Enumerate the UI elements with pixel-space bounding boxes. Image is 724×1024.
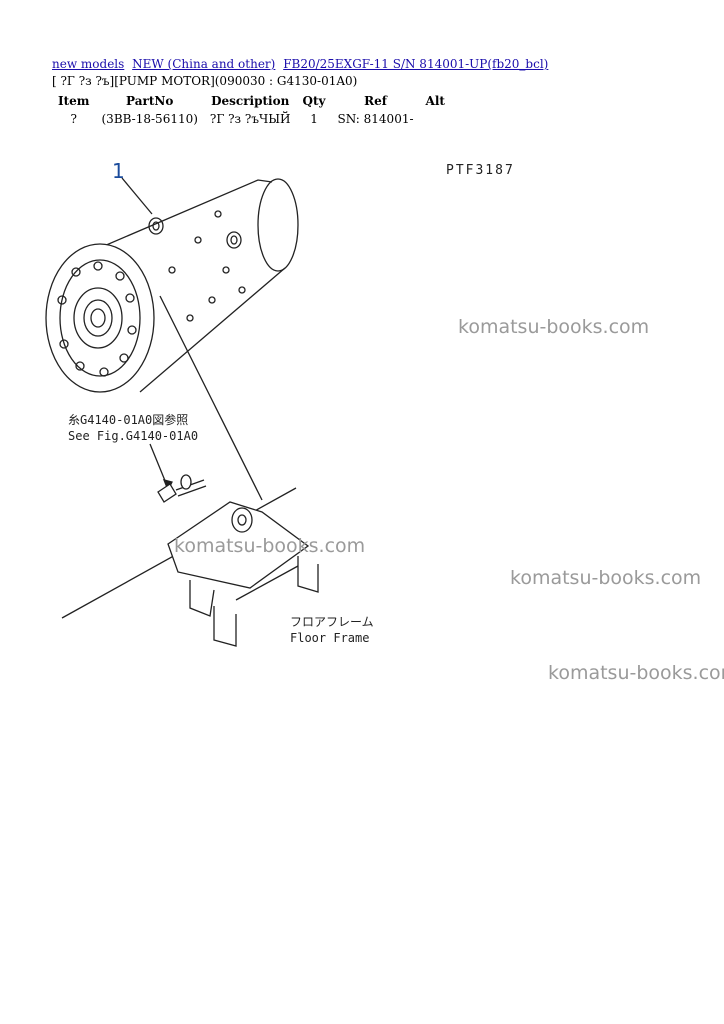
watermark: komatsu-books.com	[458, 316, 650, 338]
watermark: komatsu-books.com	[174, 535, 366, 557]
parts-diagram: 1 PTF3187 ⽷G4140-01A0図参照 See Fig.G4140-0…	[45, 159, 515, 647]
figure-code-label: PTF3187	[446, 163, 515, 178]
page-subtitle: [ ?Г ?з ?ъ][PUMP MOTOR](090030 : G4130-0…	[52, 74, 358, 88]
pump-motor-body	[45, 178, 299, 393]
header-description: Description	[211, 94, 290, 108]
header-qty: Qty	[302, 94, 326, 108]
header-partno: PartNo	[126, 94, 174, 108]
header-item: Item	[58, 94, 90, 108]
cell-item: ?	[70, 112, 77, 126]
watermark: komatsu-books.com	[510, 567, 702, 589]
breadcrumb-link-model[interactable]: FB20/25EXGF-11 S/N 814001-UP(fb20_bcl)	[283, 57, 549, 71]
item-leader-line	[121, 177, 153, 215]
cell-qty: 1	[310, 112, 318, 126]
watermark: komatsu-books.com	[548, 662, 724, 684]
cell-ref: SN: 814001-	[337, 112, 414, 126]
breadcrumb: new models NEW (China and other) FB20/25…	[52, 57, 552, 71]
header-ref: Ref	[364, 94, 387, 108]
item-number-label: 1	[112, 159, 125, 183]
floor-frame-label-jp: フロアフレーム	[290, 615, 374, 629]
cell-partno: (3BB-18-56110)	[101, 112, 198, 126]
mount-leader-line	[159, 295, 263, 501]
parts-table: Item PartNo Description Qty Ref Alt ? (3…	[52, 92, 451, 128]
floor-frame-label-en: Floor Frame	[290, 631, 369, 645]
mounting-bracket	[167, 501, 319, 647]
breadcrumb-link-new-models[interactable]: new models	[52, 57, 125, 71]
breadcrumb-link-region[interactable]: NEW (China and other)	[132, 57, 276, 71]
parts-table-header: Item PartNo Description Qty Ref Alt	[52, 92, 451, 110]
reference-label-en: See Fig.G4140-01A0	[68, 429, 198, 443]
cell-description: ?Г ?з ?ъЧЫЙ	[209, 112, 291, 126]
table-row: ? (3BB-18-56110) ?Г ?з ?ъЧЫЙ 1 SN: 81400…	[52, 110, 451, 128]
cell-alt	[420, 110, 451, 128]
bolt-and-washer	[157, 474, 207, 503]
reference-label-jp: ⽷G4140-01A0図参照	[68, 412, 188, 427]
header-alt: Alt	[425, 94, 445, 108]
